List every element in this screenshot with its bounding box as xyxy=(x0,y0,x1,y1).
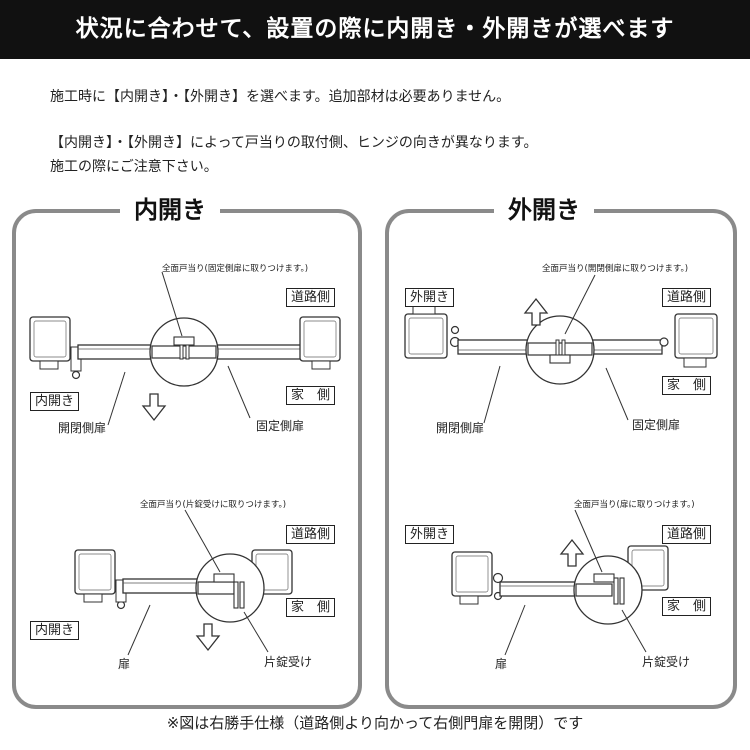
left-gate-post xyxy=(29,316,71,362)
inner-bottom-open-label: 内開き xyxy=(30,621,80,640)
outer-bottom-house-side: 家 側 xyxy=(662,597,712,616)
outer-top-opening-door: 開閉側扉 xyxy=(436,421,485,435)
outer-bottom-latch: 片錠受け xyxy=(642,655,691,669)
outer-top-diagram xyxy=(404,274,718,424)
right-gate-post xyxy=(674,313,718,359)
inner-bottom-note: 全面戸当り(片錠受けに取りつけます。) xyxy=(140,500,287,510)
open-direction-arrow xyxy=(559,538,585,567)
inner-bottom-diagram xyxy=(74,509,293,656)
right-gate-post xyxy=(299,316,341,362)
hinge xyxy=(492,572,504,584)
outer-bottom-open-label: 外開き xyxy=(405,525,455,544)
outer-top-note: 全面戸当り(開閉側扉に取りつけます。) xyxy=(542,264,689,274)
outer-bottom-road-side: 道路側 xyxy=(662,525,712,544)
outer-top-road-side: 道路側 xyxy=(662,288,712,307)
open-direction-arrow xyxy=(523,297,549,326)
inner-top-opening-door: 開閉側扉 xyxy=(58,421,107,435)
inner-top-road-side: 道路側 xyxy=(286,288,336,307)
outer-bottom-note: 全面戸当り(扉に取りつけます。) xyxy=(574,500,695,510)
outer-panel-title: 外開き xyxy=(494,195,594,225)
inner-top-open-label: 内開き xyxy=(30,392,80,411)
inner-top-fixed-door: 固定側扉 xyxy=(256,419,305,433)
inner-top-diagram xyxy=(29,271,341,426)
inner-bottom-house-side: 家 側 xyxy=(286,598,336,617)
outer-bottom-door: 扉 xyxy=(495,657,508,671)
open-direction-arrow xyxy=(195,623,221,652)
outer-top-house-side: 家 側 xyxy=(662,376,712,395)
description-line-2: 【内開き】・【外開き】によって戸当りの取付側、ヒンジの向きが異なります。 xyxy=(50,135,538,151)
description-line-3: 施工の際にご注意下さい。 xyxy=(50,159,218,175)
outer-panel-frame xyxy=(385,209,737,709)
inner-top-note: 全面戸当り(固定側扉に取りつけます。) xyxy=(162,264,309,274)
page-title: 状況に合わせて、設置の際に内開き・外開きが選べます xyxy=(75,16,675,42)
title-bar xyxy=(0,0,750,59)
inner-top-house-side: 家 側 xyxy=(286,386,336,405)
left-gate-post xyxy=(451,551,493,597)
open-direction-arrow xyxy=(141,393,167,422)
outer-bottom-diagram xyxy=(451,509,669,656)
outer-top-fixed-door: 固定側扉 xyxy=(632,418,681,432)
description-line-1: 施工時に【内開き】・【外開き】を選べます。追加部材は必要ありません。 xyxy=(50,89,511,105)
inner-panel-title: 内開き xyxy=(120,195,220,225)
inner-bottom-road-side: 道路側 xyxy=(286,525,336,544)
footer-note: ※図は右勝手仕様（道路側より向かって右側門扉を開閉）です xyxy=(166,714,584,732)
outer-top-open-label: 外開き xyxy=(405,288,455,307)
inner-bottom-latch: 片錠受け xyxy=(264,655,313,669)
left-gate-post xyxy=(404,313,448,359)
inner-bottom-door: 扉 xyxy=(118,657,131,671)
left-gate-post xyxy=(74,549,116,595)
